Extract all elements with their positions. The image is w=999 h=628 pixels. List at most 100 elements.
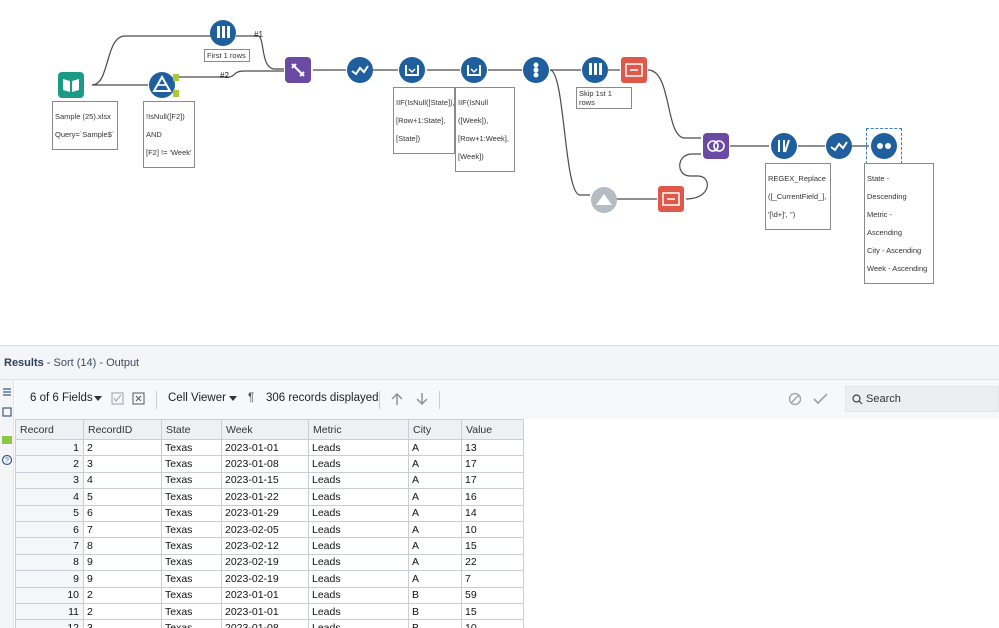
- true-anchor[interactable]: [173, 74, 179, 81]
- table-cell[interactable]: 2023-02-19: [222, 571, 309, 587]
- select-tool-2[interactable]: [826, 133, 852, 159]
- table-cell[interactable]: Texas: [162, 472, 222, 488]
- table-cell[interactable]: B: [409, 587, 462, 603]
- table-icon[interactable]: [1, 406, 13, 418]
- checkmark-icon[interactable]: [813, 392, 828, 406]
- table-cell[interactable]: Texas: [162, 603, 222, 619]
- table-cell[interactable]: Texas: [162, 571, 222, 587]
- table-cell[interactable]: Texas: [162, 456, 222, 472]
- deselect-icon[interactable]: [132, 392, 145, 405]
- table-cell[interactable]: 9: [84, 554, 162, 570]
- table-cell[interactable]: 2: [84, 587, 162, 603]
- table-cell[interactable]: 2023-01-01: [222, 587, 309, 603]
- table-cell[interactable]: Leads: [309, 440, 409, 456]
- column-header[interactable]: Value: [462, 420, 524, 440]
- table-cell[interactable]: Leads: [309, 521, 409, 537]
- cancel-icon[interactable]: [788, 392, 802, 406]
- table-cell[interactable]: Leads: [309, 505, 409, 521]
- table-cell[interactable]: 2023-02-05: [222, 521, 309, 537]
- table-cell[interactable]: 2023-02-19: [222, 554, 309, 570]
- table-cell[interactable]: Leads: [309, 489, 409, 505]
- table-cell[interactable]: 22: [462, 554, 524, 570]
- table-cell[interactable]: 2: [84, 603, 162, 619]
- table-cell[interactable]: A: [409, 472, 462, 488]
- table-cell[interactable]: Texas: [162, 440, 222, 456]
- cell-viewer-dropdown[interactable]: Cell Viewer: [168, 392, 226, 404]
- column-header[interactable]: City: [409, 420, 462, 440]
- table-cell[interactable]: 15: [462, 603, 524, 619]
- table-cell[interactable]: 17: [462, 456, 524, 472]
- table-cell[interactable]: A: [409, 521, 462, 537]
- filter-tool[interactable]: [149, 72, 175, 98]
- table-cell[interactable]: 2023-01-22: [222, 489, 309, 505]
- help-icon[interactable]: ?: [1, 454, 13, 466]
- record-number-cell[interactable]: 6: [16, 521, 84, 537]
- false-anchor[interactable]: [173, 90, 179, 97]
- table-cell[interactable]: 7: [462, 571, 524, 587]
- record-number-cell[interactable]: 5: [16, 505, 84, 521]
- table-cell[interactable]: 9: [84, 571, 162, 587]
- column-header[interactable]: State: [162, 420, 222, 440]
- table-cell[interactable]: 3: [84, 456, 162, 472]
- table-cell[interactable]: A: [409, 505, 462, 521]
- input-data-tool[interactable]: [58, 72, 84, 98]
- record-number-cell[interactable]: 11: [16, 603, 84, 619]
- table-cell[interactable]: Texas: [162, 505, 222, 521]
- table-cell[interactable]: A: [409, 538, 462, 554]
- column-header[interactable]: Metric: [309, 420, 409, 440]
- arrow-up-icon[interactable]: [390, 392, 404, 406]
- sample-bottom-tool[interactable]: [591, 187, 617, 213]
- table-cell[interactable]: 10: [462, 521, 524, 537]
- table-cell[interactable]: 2023-01-29: [222, 505, 309, 521]
- pilcrow-icon[interactable]: ¶: [248, 392, 254, 404]
- column-header[interactable]: RecordID: [84, 420, 162, 440]
- table-cell[interactable]: 5: [84, 489, 162, 505]
- table-cell[interactable]: 2: [84, 440, 162, 456]
- table-cell[interactable]: 16: [462, 489, 524, 505]
- record-id-tool[interactable]: [523, 57, 549, 83]
- multi-row-formula-tool-state[interactable]: [399, 57, 425, 83]
- table-cell[interactable]: 59: [462, 587, 524, 603]
- table-cell[interactable]: A: [409, 440, 462, 456]
- table-cell[interactable]: Leads: [309, 571, 409, 587]
- table-cell[interactable]: Texas: [162, 587, 222, 603]
- append-fields-tool[interactable]: [285, 57, 311, 83]
- table-cell[interactable]: A: [409, 571, 462, 587]
- record-number-cell[interactable]: 4: [16, 489, 84, 505]
- chevron-down-icon[interactable]: [94, 396, 102, 402]
- table-cell[interactable]: Texas: [162, 489, 222, 505]
- column-header[interactable]: Week: [222, 420, 309, 440]
- chevron-down-icon[interactable]: [229, 396, 237, 402]
- multi-row-formula-tool-week[interactable]: [461, 57, 487, 83]
- table-cell[interactable]: 7: [84, 521, 162, 537]
- table-cell[interactable]: Leads: [309, 472, 409, 488]
- table-cell[interactable]: A: [409, 554, 462, 570]
- table-cell[interactable]: A: [409, 456, 462, 472]
- join-tool[interactable]: [703, 133, 729, 159]
- table-cell[interactable]: 13: [462, 440, 524, 456]
- table-cell[interactable]: 2023-02-12: [222, 538, 309, 554]
- tag-icon[interactable]: [1, 434, 13, 446]
- table-cell[interactable]: 2023-01-01: [222, 603, 309, 619]
- column-header[interactable]: Record: [16, 420, 84, 440]
- record-number-cell[interactable]: 8: [16, 554, 84, 570]
- table-cell[interactable]: Leads: [309, 603, 409, 619]
- dynamic-rename-tool-bottom[interactable]: [658, 186, 684, 212]
- workflow-canvas[interactable]: Sample (25).xlsx Query=`Sample$` First 1…: [0, 0, 999, 345]
- table-cell[interactable]: B: [409, 603, 462, 619]
- table-cell[interactable]: 6: [84, 505, 162, 521]
- table-cell[interactable]: Leads: [309, 554, 409, 570]
- table-cell[interactable]: 4: [84, 472, 162, 488]
- table-cell[interactable]: Leads: [309, 538, 409, 554]
- sort-tool[interactable]: [871, 133, 897, 159]
- search-input[interactable]: [866, 391, 994, 407]
- table-cell[interactable]: 17: [462, 472, 524, 488]
